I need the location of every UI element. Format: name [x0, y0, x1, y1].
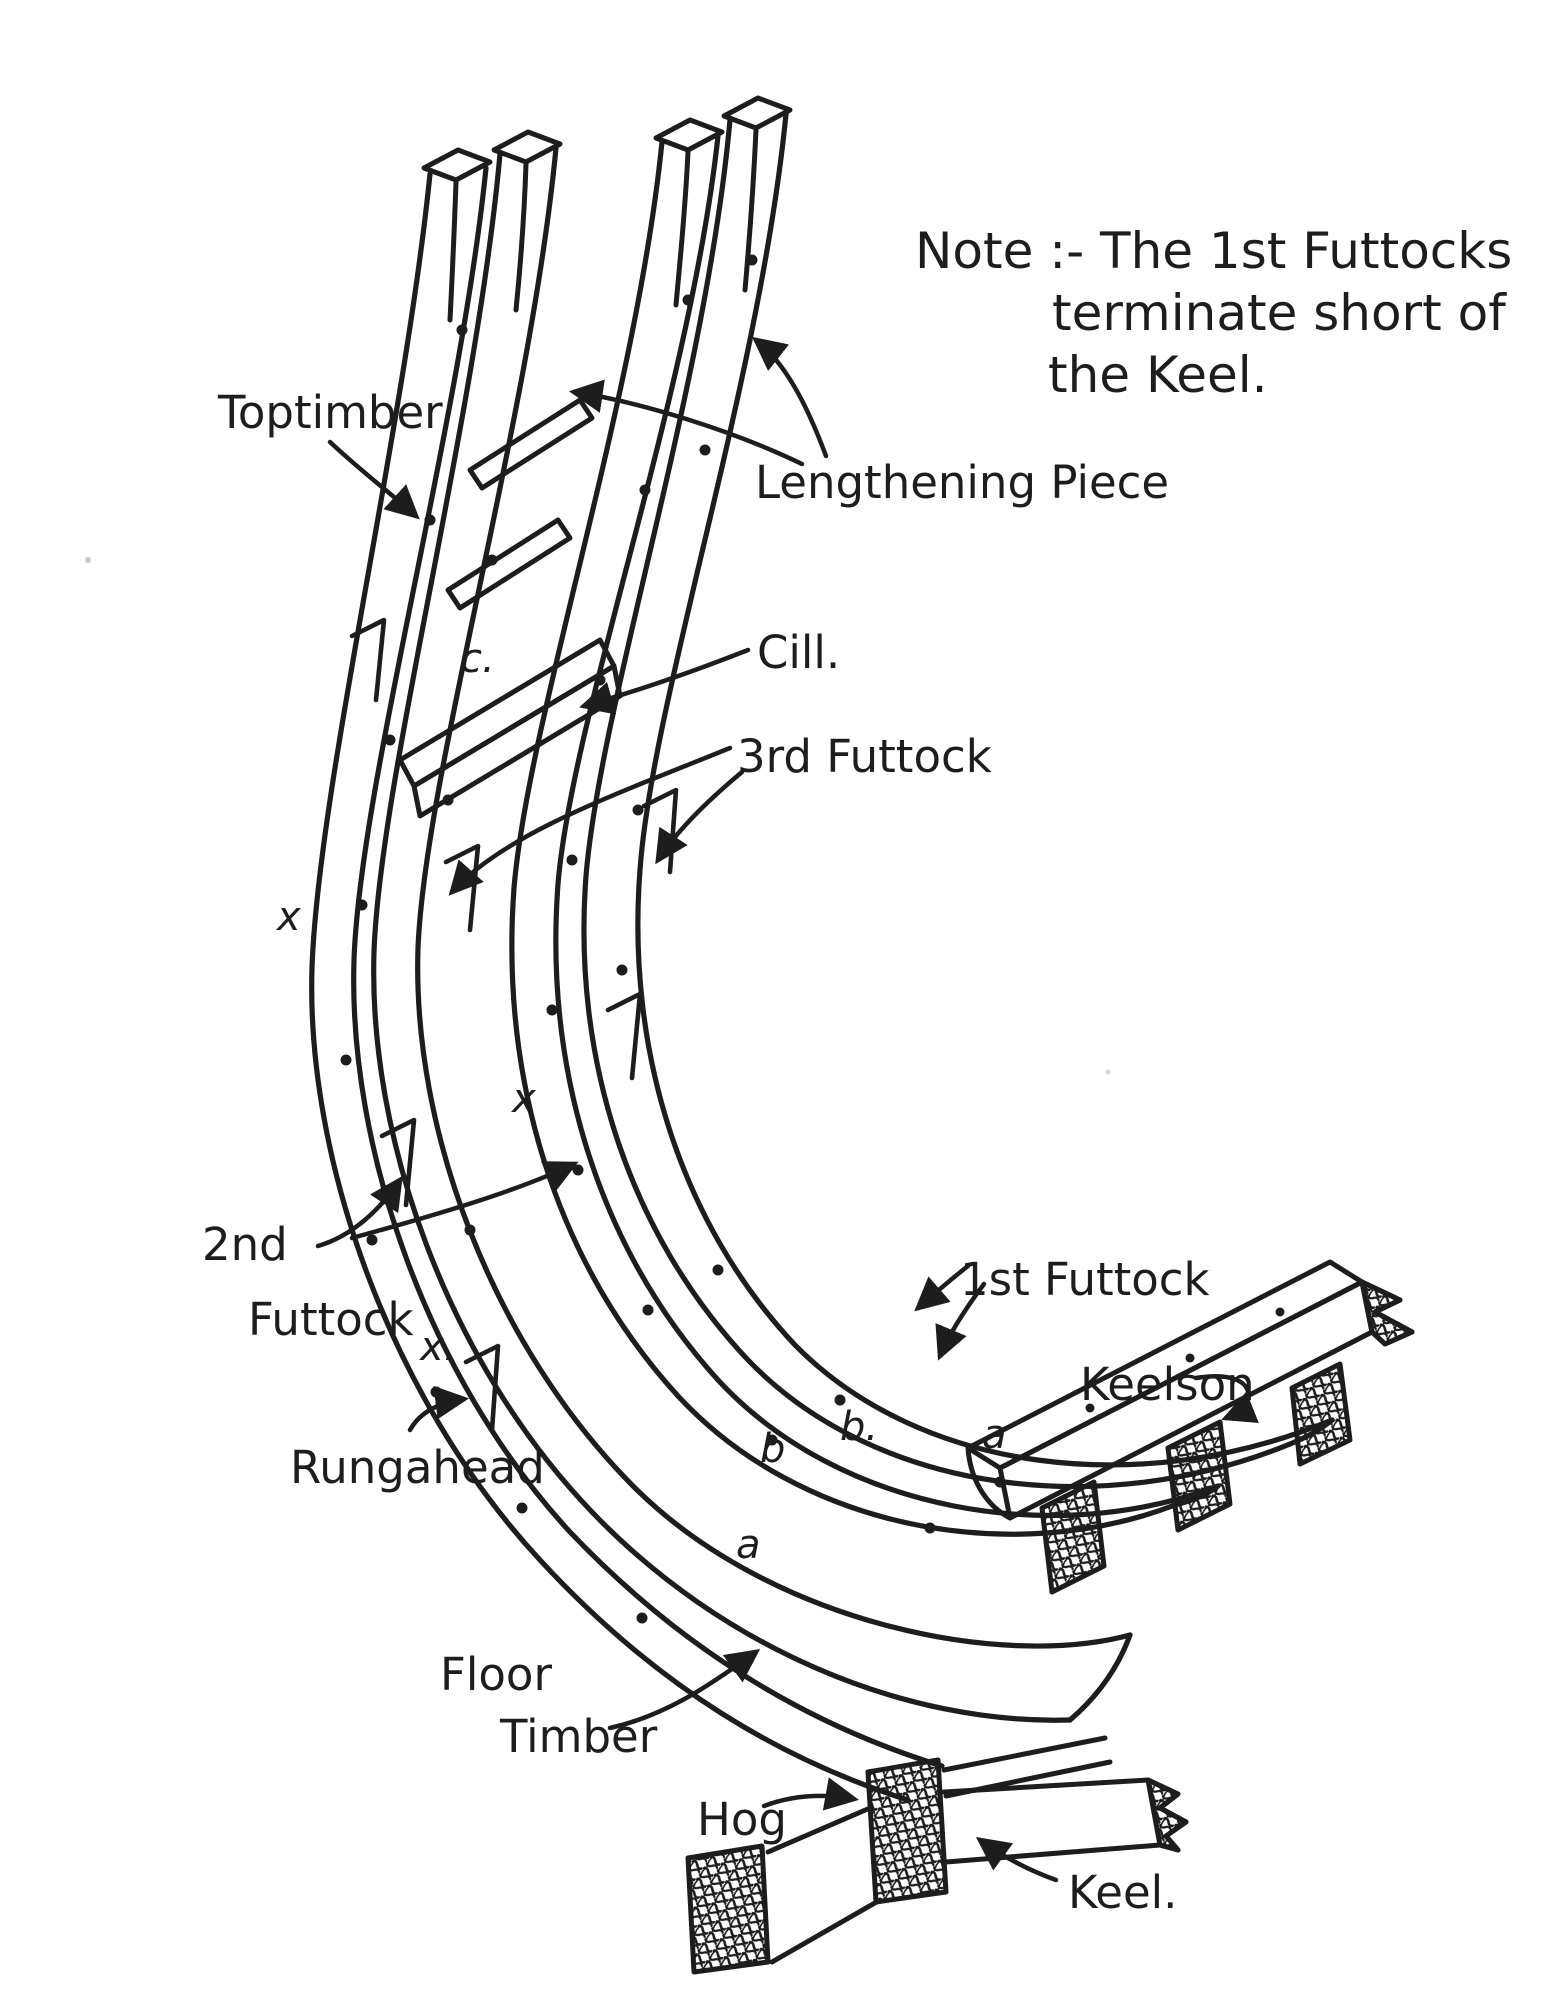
lengthening-piece-head-top-2 [721, 95, 793, 131]
cill-leader [579, 647, 751, 715]
timber-heads [421, 95, 793, 323]
letter-c: c. [460, 636, 495, 682]
label-rungahead: Rungahead [290, 1441, 545, 1494]
cill-bar-middle [445, 517, 573, 611]
keel-bottom-edge [943, 1842, 1163, 1865]
label-hog: Hog [697, 1793, 787, 1846]
keelson-end-cap [965, 1445, 1013, 1521]
label-first-futtock: 1st Futtock [960, 1253, 1210, 1306]
note-line-1: Note :- The 1st Futtocks [915, 222, 1512, 280]
third-futtock-leader-2 [655, 769, 745, 865]
reference-letters: c. x x x. b b. a a [275, 636, 1007, 1568]
scarph-joints [349, 617, 679, 1433]
first-futtock-inner-edge [635, 111, 1335, 1468]
keel-edge [765, 1805, 873, 1855]
label-third-futtock: 3rd Futtock [737, 730, 992, 783]
label-keelson: Keelson [1080, 1358, 1255, 1411]
toptimber-head-top [421, 147, 493, 183]
keel-broken-end-hatch [1145, 1777, 1189, 1853]
cill-bar-upper [467, 397, 595, 491]
third-futtock-inner-edge [553, 133, 1221, 1519]
keel-fore-section [685, 1843, 771, 1975]
floor-timber-aft-end [1067, 1632, 1133, 1723]
chock-block [1039, 1479, 1107, 1595]
chock-block [1289, 1361, 1353, 1467]
keel-and-hog-assembly [685, 1735, 1189, 1975]
letter-b-1: b [760, 1426, 785, 1472]
letter-x-1: x [275, 894, 301, 940]
keelson-assembly [965, 1259, 1415, 1595]
rungahead-leader [407, 1385, 470, 1433]
hog-strip-top [941, 1735, 1108, 1773]
letter-x-3: x. [418, 1324, 456, 1370]
letter-a-2: a [736, 1522, 761, 1568]
first-futtock-outer-edge [581, 117, 1293, 1490]
hog-strip-bottom [943, 1759, 1113, 1799]
label-second-futtock-line2: Futtock [248, 1293, 414, 1346]
keel-edge [769, 1897, 883, 1965]
floor-timber-leader [607, 1649, 761, 1731]
note-line-3: the Keel. [1048, 346, 1268, 404]
first-futtock-leader-2 [935, 1281, 987, 1361]
first-futtock-leader-1 [914, 1263, 971, 1312]
label-floor-timber-line1: Floor [440, 1648, 552, 1701]
cills [397, 397, 623, 819]
toptimber-outer-edge [309, 171, 911, 1803]
chock-block [1165, 1419, 1233, 1533]
lengthening-piece-head-top [653, 117, 725, 153]
keel-leader [975, 1837, 1059, 1883]
letter-a-1: a [982, 1412, 1007, 1458]
scan-speckles [85, 557, 1111, 1075]
post-corner-line [673, 149, 691, 308]
note-block: Note :- The 1st Futtocks terminate short… [915, 222, 1512, 404]
post-corner-line [447, 179, 459, 323]
label-second-futtock-line1: 2nd [202, 1218, 288, 1271]
lengthening-piece-leader-1 [568, 379, 805, 467]
label-cill: Cill. [757, 626, 840, 679]
label-floor-timber-line2: Timber [499, 1710, 658, 1763]
second-futtock-inner-edge [415, 145, 1133, 1649]
note-line-2: terminate short of [1052, 284, 1507, 342]
toptimber-leader [327, 439, 420, 520]
second-futtock-leader-1 [315, 1175, 403, 1249]
part-labels: Toptimber Lengthening Piece Cill. 3rd Fu… [202, 386, 1255, 1919]
letter-b-2: b. [840, 1404, 878, 1450]
label-toptimber: Toptimber [217, 386, 443, 439]
lengthening-piece-leader-2 [752, 336, 829, 459]
hog-leader [761, 1777, 859, 1811]
post-corner-line [513, 161, 529, 313]
toptimber-head-top-2 [491, 129, 563, 165]
third-futtock-outer-edge [509, 139, 1178, 1537]
letter-x-2: x [510, 1076, 536, 1122]
keelson-leader [1193, 1374, 1259, 1424]
hog-section [865, 1757, 949, 1905]
label-keel: Keel. [1068, 1866, 1177, 1919]
keelson-broken-end-hatch [1359, 1279, 1415, 1347]
third-futtock-leader-1 [448, 745, 733, 896]
second-futtock-leader-2 [349, 1161, 579, 1241]
leader-arrows [315, 336, 1259, 1883]
label-lengthening-piece: Lengthening Piece [755, 456, 1169, 509]
post-corner-line [742, 127, 759, 293]
